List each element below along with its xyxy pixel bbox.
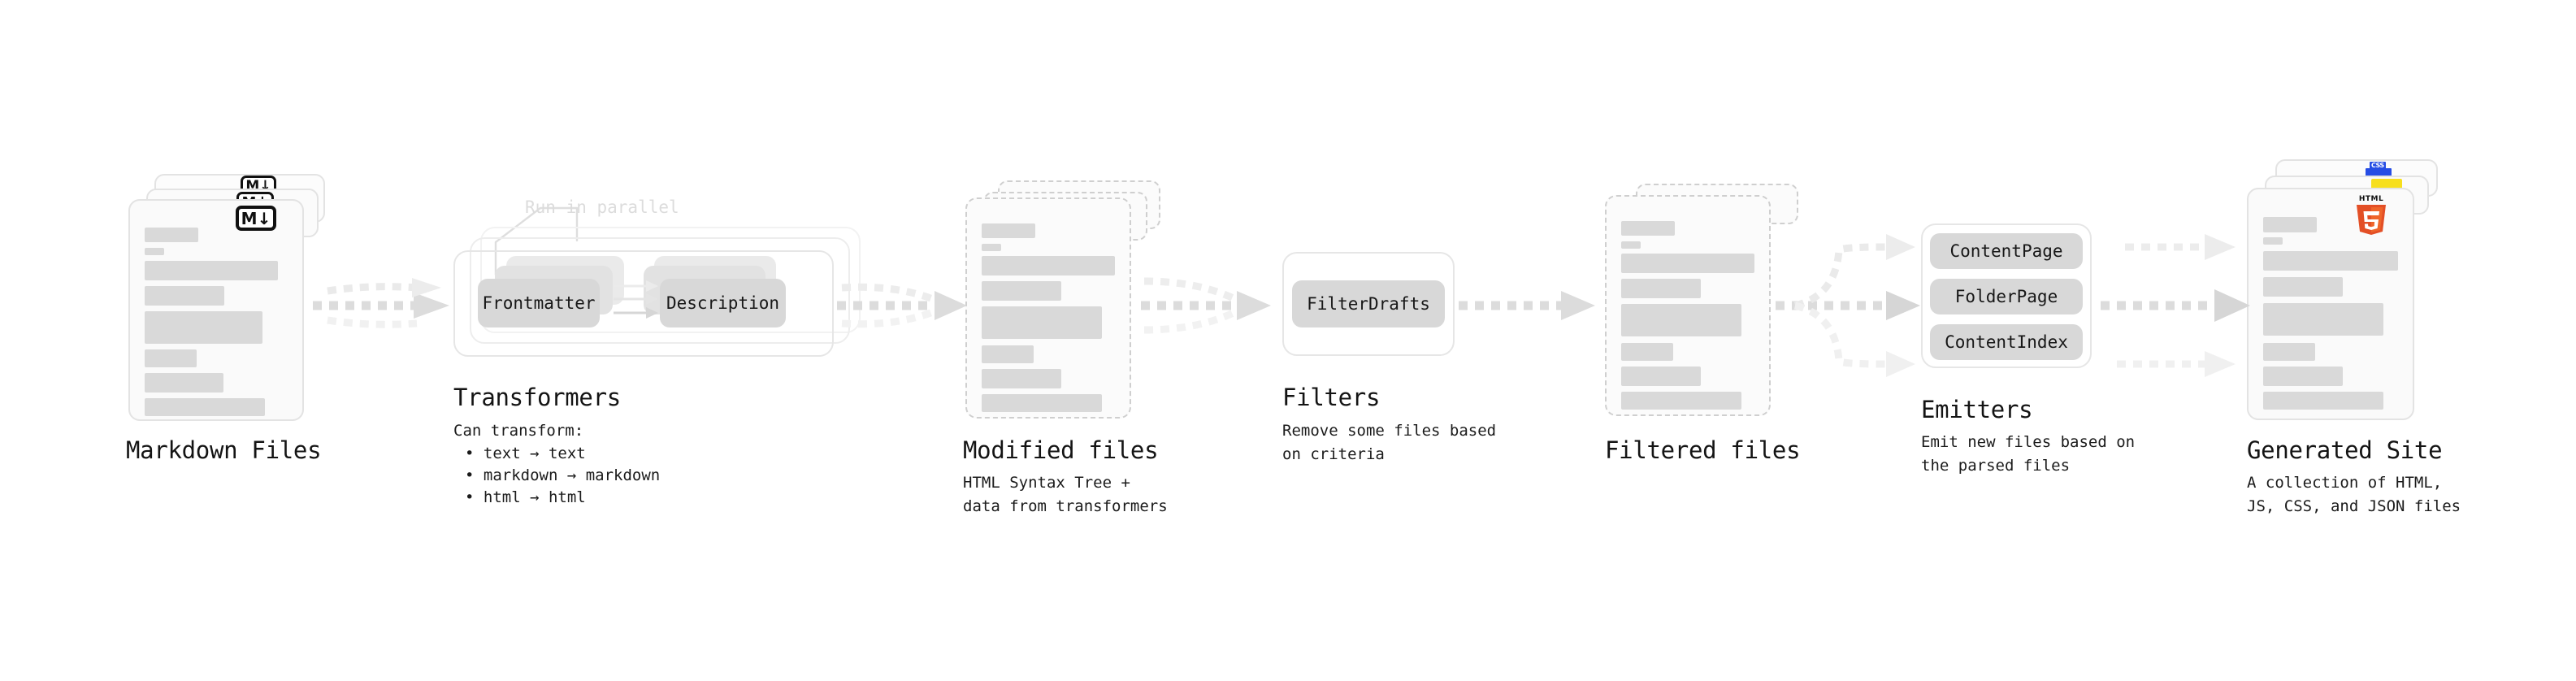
skeleton-bar [982, 345, 1034, 363]
skeleton-bar [982, 394, 1102, 412]
skeleton-bar [982, 369, 1061, 388]
skeleton-bar [2263, 367, 2343, 386]
stage-filters: FilterDrafts Filters Remove some files b… [1282, 252, 1497, 463]
modified-files-subtitle: HTML Syntax Tree + data from transformer… [963, 474, 1168, 515]
skeleton-bar [2263, 237, 2283, 245]
skeleton-bar [1621, 254, 1754, 273]
skeleton-bar [1621, 304, 1741, 336]
emitters-title: Emitters [1921, 396, 2033, 423]
skeleton-bar [982, 244, 1001, 251]
transformers-bullet-2: • html → html [465, 488, 586, 506]
transformer-pill-frontmatter-label: Frontmatter [482, 293, 596, 313]
transformer-pill-description[interactable]: Description [660, 279, 786, 327]
filtered-files-title: Filtered files [1605, 436, 1801, 464]
skeleton-bar [145, 398, 265, 416]
modified-files-card-front [965, 197, 1131, 419]
skeleton-bar [2263, 303, 2383, 336]
skeleton-bar [1621, 221, 1675, 236]
transformers-group-front [453, 250, 834, 357]
transformers-title: Transformers [453, 384, 621, 411]
markdown-icon-arrow: ↓ [257, 208, 271, 228]
filters-group [1282, 252, 1455, 356]
skeleton-bar [982, 306, 1102, 339]
emitters-group [1921, 223, 2092, 368]
skeleton-bar [982, 281, 1061, 301]
generated-site-title: Generated Site [2247, 436, 2443, 464]
skeleton-bar [2263, 392, 2383, 410]
emitter-pill-contentindex-label: ContentIndex [1945, 332, 2068, 352]
markdown-icon-letter: M [241, 208, 258, 228]
emitter-pill-folderpage[interactable]: FolderPage [1930, 279, 2083, 314]
emitter-pill-contentpage[interactable]: ContentPage [1930, 233, 2083, 269]
run-in-parallel-label: Run in parallel [525, 197, 679, 217]
stage-filtered-files: Filtered files [1605, 184, 1801, 464]
html5-icon: HTML [2357, 195, 2386, 235]
markdown-icon: M↓ [236, 206, 276, 231]
transformer-pill-description-label: Description [666, 293, 780, 313]
markdown-card-front [128, 199, 304, 421]
stage-emitters: ContentPage FolderPage ContentIndex Emit… [1921, 223, 2136, 475]
stage-modified-files: Modified files HTML Syntax Tree + data f… [963, 180, 1168, 515]
css-icon-label: CSS [2370, 162, 2386, 169]
emitters-subtitle: Emit new files based on the parsed files [1921, 433, 2136, 475]
emitter-pill-folderpage-label: FolderPage [1954, 287, 2058, 306]
generated-site-card-front [2247, 188, 2414, 420]
transformers-subtitle: Can transform: [453, 422, 584, 440]
modified-files-title: Modified files [963, 436, 1159, 464]
filtered-files-card-front [1605, 195, 1771, 416]
filters-title: Filters [1282, 384, 1381, 411]
skeleton-bar [982, 256, 1115, 275]
generated-site-subtitle: A collection of HTML, JS, CSS, and JSON … [2247, 474, 2461, 515]
skeleton-bar [1621, 392, 1741, 410]
emitter-pill-contentindex[interactable]: ContentIndex [1930, 324, 2083, 360]
skeleton-bar [145, 311, 262, 344]
transformers-bullet-1: • markdown → markdown [465, 466, 661, 484]
transformer-pill-frontmatter[interactable]: Frontmatter [478, 279, 600, 327]
skeleton-bar [145, 261, 278, 280]
markdown-files-title: Markdown Files [126, 436, 322, 464]
skeleton-bar [145, 248, 164, 255]
skeleton-bar [1621, 343, 1673, 361]
transformers-bullet-0: • text → text [465, 445, 586, 462]
skeleton-bar [2263, 277, 2343, 297]
stage-transformers: Run in parallel Fro [0, 0, 861, 681]
skeleton-bar [1621, 367, 1701, 386]
stage-markdown-files: M↓ M↓ M↓ Markdown Files [0, 0, 341, 681]
skeleton-bar [145, 349, 197, 367]
skeleton-bar [1621, 241, 1641, 249]
skeleton-bar [2263, 343, 2315, 361]
filter-pill-filterdrafts-label: FilterDrafts [1307, 294, 1430, 314]
emitter-pill-contentpage-label: ContentPage [1949, 241, 2063, 261]
skeleton-bar [1621, 279, 1701, 298]
skeleton-bar [145, 286, 224, 306]
skeleton-bar [982, 223, 1035, 238]
skeleton-bar [2263, 217, 2317, 232]
skeleton-bar [145, 228, 198, 242]
filters-subtitle: Remove some files based on criteria [1282, 422, 1497, 463]
svg-text:HTML: HTML [2359, 195, 2383, 203]
skeleton-bar [2263, 251, 2398, 271]
skeleton-bar [145, 373, 223, 393]
filter-pill-filterdrafts[interactable]: FilterDrafts [1292, 280, 1445, 327]
